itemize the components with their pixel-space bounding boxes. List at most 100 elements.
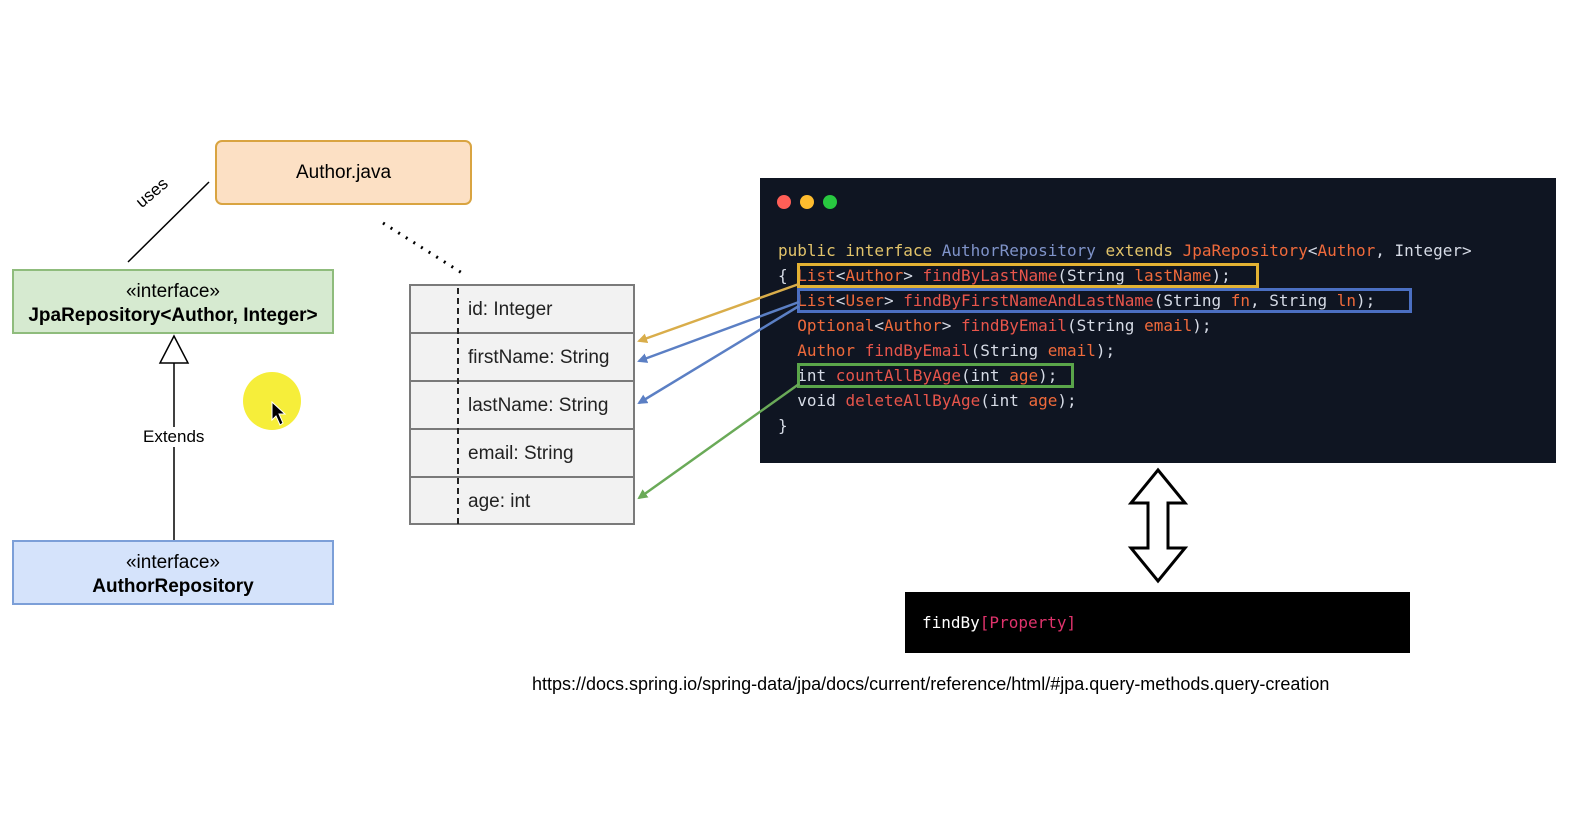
field-dashed-divider: [457, 288, 459, 524]
query-pattern-text: findBy[Property]: [922, 592, 1076, 653]
code-token: findByLastName: [922, 266, 1058, 285]
code-token: (int: [961, 366, 1010, 385]
close-dot-icon: [777, 195, 791, 209]
code-line: int countAllByAge(int age);: [778, 363, 1057, 388]
field-age: age: int: [468, 491, 531, 512]
code-token: User: [845, 291, 884, 310]
author-repository-name: AuthorRepository: [92, 576, 254, 597]
code-token: (String: [1067, 316, 1145, 335]
author-class-box: Author.java: [215, 140, 472, 205]
field-row: firstName: String: [411, 334, 633, 382]
code-token: findByEmail: [864, 341, 971, 360]
code-line: void deleteAllByAge(int age);: [778, 388, 1077, 413]
code-token: countAllByAge: [835, 366, 962, 385]
highlight-count-all-by-age: [797, 363, 1074, 388]
code-token: );: [1211, 266, 1231, 285]
code-token: deleteAllByAge: [845, 391, 981, 410]
code-line: }: [778, 413, 788, 438]
code-token: extends: [1105, 241, 1183, 260]
code-token: Author: [797, 341, 865, 360]
maximize-dot-icon: [823, 195, 837, 209]
field-lastname: lastName: String: [468, 395, 609, 416]
code-line: List<User> findByFirstNameAndLastName(St…: [778, 288, 1375, 313]
code-token: JpaRepository: [1182, 241, 1308, 260]
code-line: public interface AuthorRepository extend…: [778, 238, 1472, 263]
code-token: );: [1057, 391, 1077, 410]
code-token: >: [903, 266, 923, 285]
field-row: lastName: String: [411, 382, 633, 430]
author-repository-box: «interface» AuthorRepository: [12, 540, 334, 605]
code-token: (String: [1057, 266, 1135, 285]
code-token: void: [778, 391, 846, 410]
code-token: );: [1095, 341, 1116, 360]
code-token: fn: [1230, 291, 1251, 310]
code-token: email: [1144, 316, 1193, 335]
field-row: age: int: [411, 478, 633, 526]
code-line: Author findByEmail(String email);: [778, 338, 1115, 363]
code-token: >: [883, 291, 904, 310]
mouse-pointer-icon: [271, 400, 287, 426]
arrow-lastname-link: [637, 304, 800, 405]
code-token: int: [778, 366, 836, 385]
code-token: email: [1047, 341, 1096, 360]
code-token: ln: [1336, 291, 1356, 310]
field-email: email: String: [468, 443, 574, 464]
reference-url[interactable]: https://docs.spring.io/spring-data/jpa/d…: [532, 674, 1330, 694]
code-token: >: [941, 316, 962, 335]
code-token: <: [835, 291, 846, 310]
code-token: List: [797, 266, 836, 285]
code-token: <: [835, 266, 846, 285]
code-token: , Integer>: [1375, 241, 1472, 260]
code-token: lastName: [1134, 266, 1212, 285]
code-token: age: [1028, 391, 1058, 410]
arrow-firstname-link: [637, 300, 800, 363]
code-token: <: [1307, 241, 1318, 260]
extends-label: Extends: [142, 427, 206, 447]
author-repository-stereotype: «interface»: [125, 552, 220, 573]
code-line: Optional<Author> findByEmail(String emai…: [778, 313, 1212, 338]
code-token: );: [1038, 366, 1058, 385]
class-dotted-link: [382, 221, 463, 275]
jpa-repository-stereotype: «interface»: [125, 281, 220, 302]
code-token: Author: [845, 266, 904, 285]
extends-triangle-arrowhead: [158, 334, 190, 364]
code-token: List: [797, 291, 836, 310]
code-token: <: [874, 316, 884, 335]
code-token: , String: [1250, 291, 1337, 310]
highlight-find-by-first-and-last-name: [797, 288, 1412, 313]
code-token: Optional: [797, 316, 875, 335]
code-token: AuthorRepository: [941, 241, 1106, 260]
code-token: Author: [1317, 241, 1376, 260]
jpa-repository-box: «interface» JpaRepository<Author, Intege…: [12, 269, 334, 334]
code-token: }: [778, 416, 788, 435]
highlight-find-by-last-name: [797, 263, 1259, 288]
field-row: email: String: [411, 430, 633, 478]
code-token: (String: [1153, 291, 1231, 310]
author-fields-table: id: Integer firstName: String lastName: …: [409, 284, 635, 525]
jpa-repository-name: JpaRepository<Author, Integer>: [28, 305, 318, 326]
code-window: public interface AuthorRepository extend…: [760, 178, 1556, 463]
code-token: );: [1355, 291, 1376, 310]
arrow-age-link: [637, 382, 800, 500]
field-row: id: Integer: [411, 286, 633, 334]
minimize-dot-icon: [800, 195, 814, 209]
code-token: {: [778, 266, 798, 285]
code-token: public interface: [778, 241, 942, 260]
field-id: id: Integer: [468, 299, 553, 320]
field-firstname: firstName: String: [468, 347, 610, 368]
code-token: age: [1009, 366, 1039, 385]
code-token: );: [1192, 316, 1212, 335]
arrow-lastname-to-firstname: [637, 282, 800, 344]
code-token: (int: [980, 391, 1029, 410]
code-token: Author: [883, 316, 942, 335]
code-token: findByEmail: [961, 316, 1067, 335]
uses-association-line: [127, 181, 210, 263]
query-pattern-box: findBy[Property]: [905, 592, 1410, 653]
query-pattern-placeholder: [Property]: [979, 613, 1077, 632]
code-line: { List<Author> findByLastName(String las…: [778, 263, 1231, 288]
code-token: findByFirstNameAndLastName: [903, 291, 1154, 310]
author-class-label: Author.java: [295, 162, 392, 183]
